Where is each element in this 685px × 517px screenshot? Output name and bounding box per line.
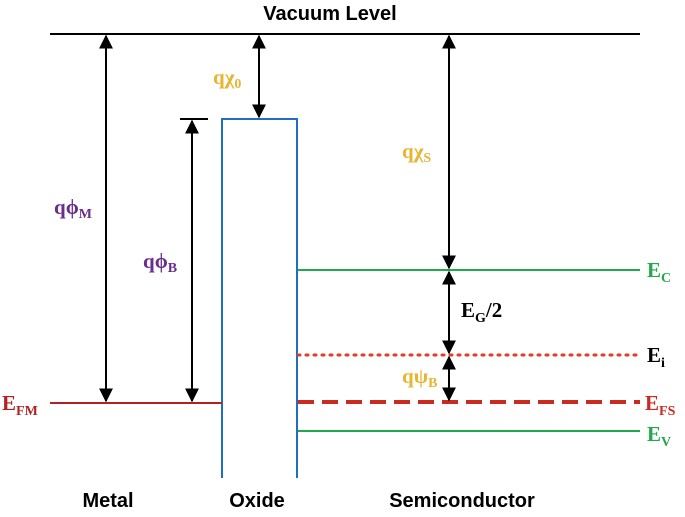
oxide-barrier <box>221 118 298 478</box>
oxide-region-label: Oxide <box>229 490 285 512</box>
q-chi-s-label: qχS <box>402 139 431 166</box>
e-fs-label: EFS <box>645 391 676 419</box>
q-phi-m-label: qϕM <box>54 195 92 222</box>
eg-half-label: EG/2 <box>461 298 502 326</box>
vacuum-level-label: Vacuum Level <box>263 3 396 25</box>
e-c-label: EC <box>647 258 671 286</box>
metal-region-label: Metal <box>82 490 133 512</box>
q-chi-0-label: qχ0 <box>213 65 241 92</box>
e-fm-label: EFM <box>2 391 38 419</box>
e-i-label: Ei <box>647 343 665 371</box>
e-v-label: EV <box>647 422 671 450</box>
q-phi-b-label: qϕB <box>143 249 177 276</box>
q-psi-b-label: qψB <box>402 364 437 391</box>
semiconductor-region-label: Semiconductor <box>389 490 535 512</box>
